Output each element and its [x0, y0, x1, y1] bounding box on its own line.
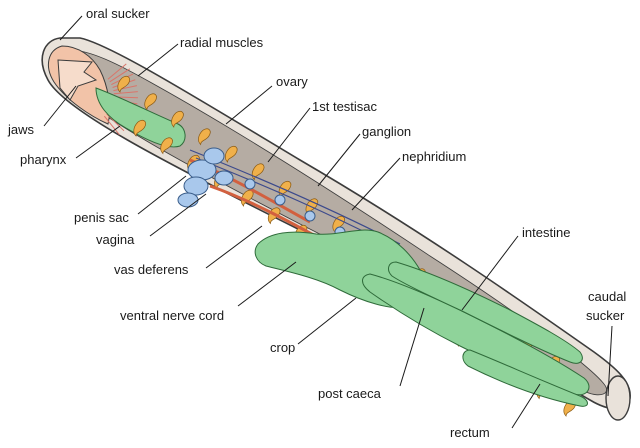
- label-rectum: rectum: [450, 425, 490, 440]
- label-jaws: jaws: [7, 122, 35, 137]
- nephridium: [224, 146, 238, 163]
- leader-ventral-nerve-cord: [237, 261, 297, 307]
- radial-muscle-fiber: [113, 91, 138, 95]
- radial-muscle-fiber: [107, 63, 127, 80]
- leader-jaws: [43, 85, 77, 127]
- radial-muscle-fiber: [106, 113, 125, 132]
- reproductive-organ: [177, 192, 199, 208]
- leader-penis-sac: [137, 175, 187, 215]
- leader-pharynx: [75, 125, 121, 159]
- leader-ovary: [225, 85, 273, 125]
- nephridium: [160, 137, 173, 155]
- testisac: [304, 210, 316, 222]
- leader-crop: [297, 297, 357, 345]
- label-first-testisac: 1st testisac: [312, 99, 378, 114]
- label-penis-sac: penis sac: [74, 210, 129, 225]
- testisac: [274, 194, 286, 206]
- label-radial-muscles: radial muscles: [180, 35, 264, 50]
- nephridium: [251, 163, 265, 181]
- radial-muscle-fiber: [103, 115, 120, 136]
- rectum: [462, 349, 588, 407]
- label-crop: crop: [270, 340, 295, 355]
- radial-muscle-fiber: [109, 68, 131, 83]
- label-ventral-nerve-cord: ventral nerve cord: [120, 308, 224, 323]
- jaws: [57, 59, 98, 101]
- reproductive-organ: [214, 170, 234, 186]
- label-post-caeca: post caeca: [318, 386, 382, 401]
- label-ovary: ovary: [276, 74, 308, 89]
- label-ganglion: ganglion: [362, 124, 411, 139]
- leader-ganglion: [317, 133, 361, 187]
- leader-caudal-sucker: [607, 325, 613, 397]
- nephridium: [117, 76, 130, 93]
- labels: oral sucker radial muscles ovary 1st tes…: [7, 6, 626, 440]
- leader-vagina: [149, 193, 207, 237]
- leader-first-testisac: [267, 107, 311, 163]
- label-pharynx: pharynx: [20, 152, 67, 167]
- intestine: [388, 261, 583, 364]
- leader-radial-muscles: [137, 43, 179, 77]
- radial-muscle-fiber: [113, 85, 138, 92]
- leader-lines: [43, 15, 613, 429]
- reproductive-organ: [203, 147, 225, 165]
- oral-region: [47, 45, 186, 148]
- digestive-tract: [254, 229, 590, 407]
- reproductive-organ: [183, 176, 209, 196]
- leader-vas-deferens: [205, 225, 263, 269]
- nephridium: [133, 120, 146, 137]
- leader-rectum: [511, 383, 541, 429]
- label-vas-deferens: vas deferens: [114, 262, 189, 277]
- leader-post-caeca: [399, 307, 425, 387]
- leader-nephridium: [351, 157, 401, 211]
- label-vagina: vagina: [96, 232, 135, 247]
- pharynx: [95, 87, 186, 148]
- label-oral-sucker: oral sucker: [86, 6, 150, 21]
- nephridium: [144, 93, 157, 111]
- nephridium: [171, 111, 184, 128]
- leader-oral-sucker: [59, 15, 83, 41]
- label-nephridium: nephridium: [402, 149, 466, 164]
- leader-intestine: [461, 235, 519, 311]
- label-sucker: sucker: [586, 308, 625, 323]
- nephridium: [198, 128, 211, 146]
- label-intestine: intestine: [522, 225, 570, 240]
- label-caudal: caudal: [588, 289, 626, 304]
- testisac: [244, 178, 256, 190]
- caudal-sucker-disc: [605, 375, 631, 421]
